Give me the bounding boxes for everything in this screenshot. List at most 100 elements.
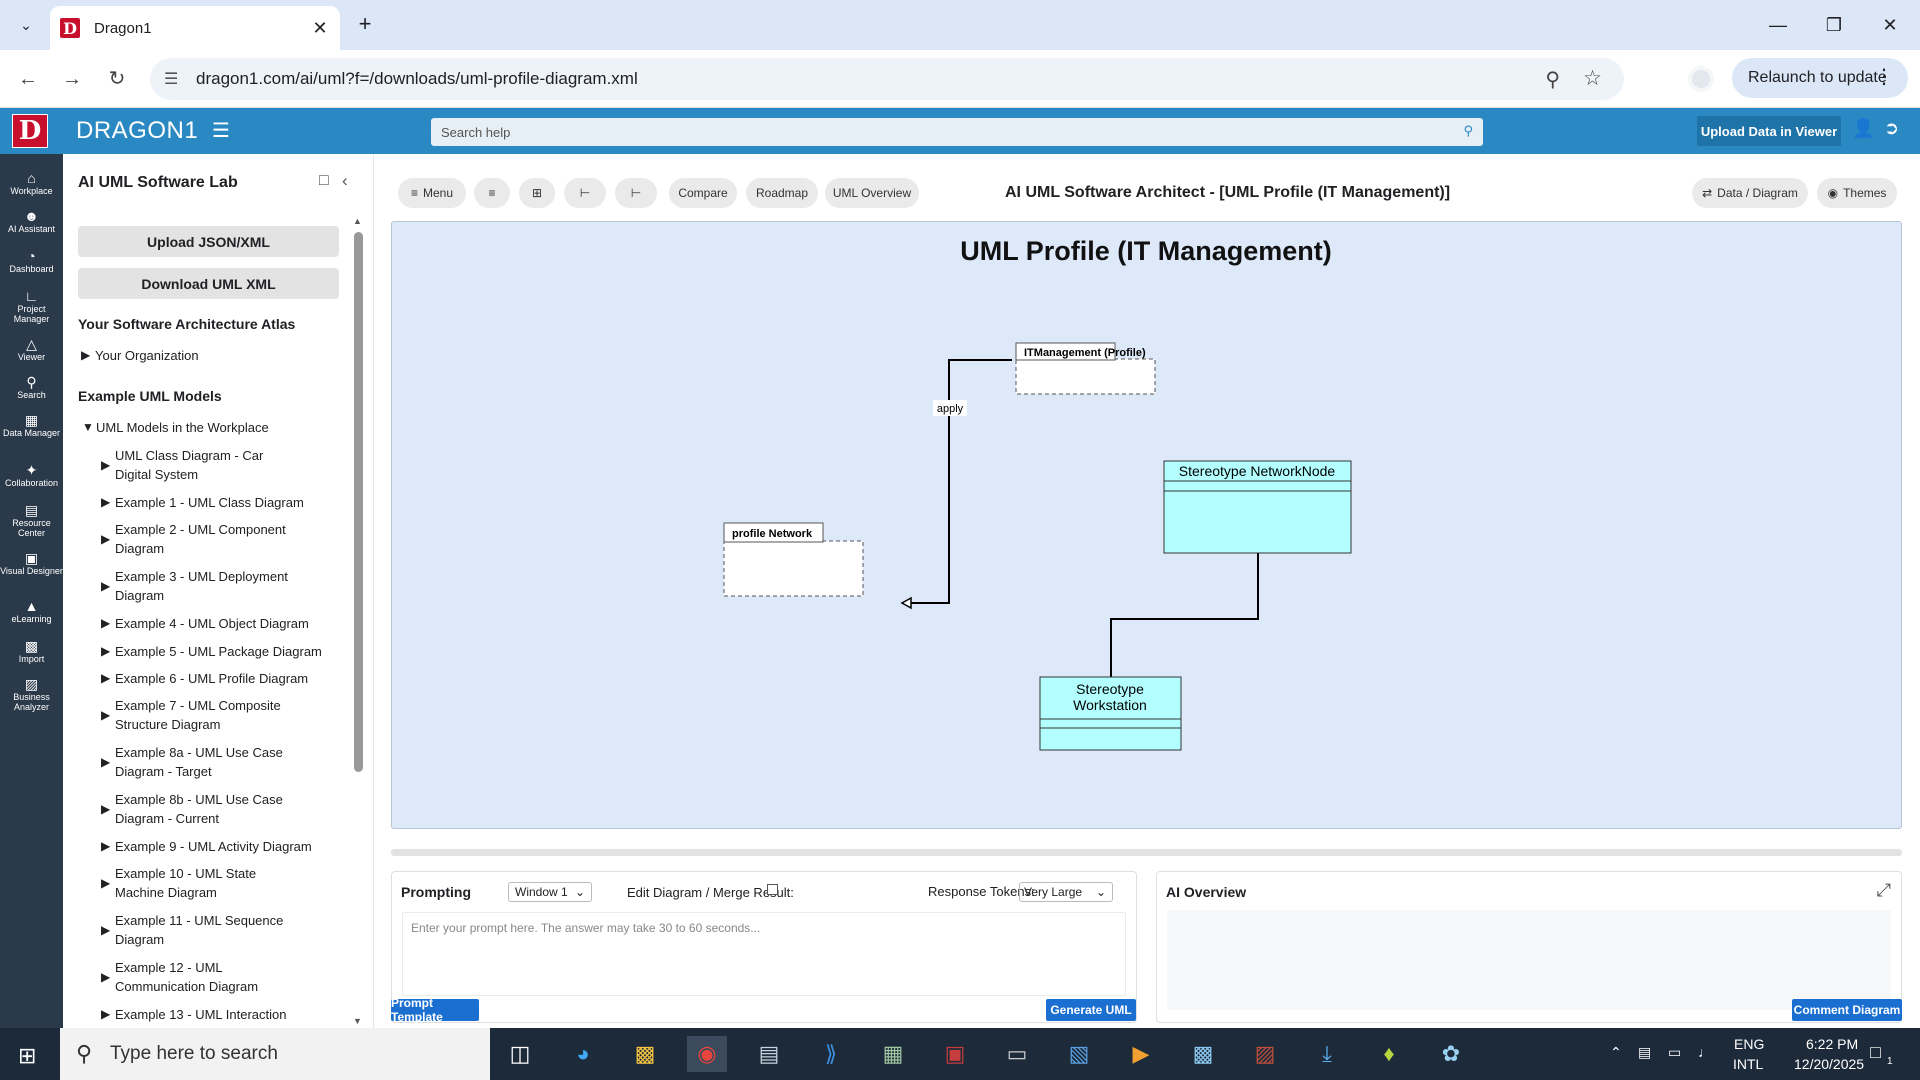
prompt-input[interactable]	[402, 912, 1126, 996]
browser-tab-active[interactable]: D Dragon1 ✕	[50, 6, 340, 50]
themes-button[interactable]: ◉Themes	[1817, 178, 1897, 208]
expand-arrow-icon[interactable]: ▶	[101, 708, 111, 722]
scrollbar-thumb[interactable]	[354, 232, 363, 772]
new-tab-button[interactable]: +	[358, 11, 372, 36]
tree-item-example[interactable]: ▶Example 8a - UML Use Case Diagram - Tar…	[101, 745, 283, 779]
tree-layout-button[interactable]: ⊢	[564, 178, 606, 208]
app-icon[interactable]: ▨	[1254, 1041, 1276, 1066]
dragon1-logo[interactable]: D	[12, 114, 48, 148]
rail-item-visual-designer[interactable]: ▣Visual Designer	[0, 550, 63, 576]
url-text[interactable]: dragon1.com/ai/uml?f=/downloads/uml-prof…	[196, 69, 638, 88]
response-tokens-select[interactable]: Very Large⌄	[1019, 882, 1113, 902]
tree-item-example[interactable]: ▶Example 3 - UML Deployment Diagram	[101, 569, 288, 603]
expand-arrow-icon[interactable]: ▶	[101, 616, 111, 630]
edit-merge-checkbox[interactable]	[767, 884, 778, 895]
expand-arrow-icon[interactable]: ▶	[101, 755, 111, 769]
terminal-icon[interactable]: ▭	[1006, 1041, 1028, 1066]
language-code[interactable]: ENG	[1734, 1036, 1765, 1052]
expand-arrow-icon[interactable]: ▶	[101, 644, 111, 658]
rail-item-business-analyzer[interactable]: ▨Business Analyzer	[0, 676, 63, 712]
collapse-panel-icon[interactable]: ‹	[342, 171, 348, 190]
back-button[interactable]: ←	[18, 68, 38, 90]
forward-button[interactable]: →	[62, 68, 82, 90]
download-uml-xml-button[interactable]: Download UML XML	[78, 268, 339, 299]
address-bar[interactable]: ☰ dragon1.com/ai/uml?f=/downloads/uml-pr…	[150, 58, 1624, 100]
upload-json-xml-button[interactable]: Upload JSON/XML	[78, 226, 339, 257]
expand-arrow-icon[interactable]: ▶	[101, 839, 111, 853]
itmanagement-profile-tab[interactable]	[1015, 342, 1116, 361]
tree-item-example[interactable]: ▶Example 12 - UML Communication Diagram	[101, 960, 259, 994]
taskbar-search[interactable]: ⚲ Type here to search	[60, 1028, 490, 1080]
tree-item-example[interactable]: ▶Example 2 - UML Component Diagram	[101, 522, 286, 556]
minimize-window-button[interactable]: —	[1769, 15, 1787, 35]
profile-network-tab[interactable]	[723, 522, 824, 543]
uml-diagram-svg[interactable]: UML Profile (IT Management) apply ITMana…	[392, 222, 1901, 828]
expand-arrow-icon[interactable]: ▶	[101, 532, 111, 546]
search-icon[interactable]: ⚲	[1463, 123, 1473, 138]
close-tab-icon[interactable]: ✕	[312, 17, 328, 38]
expand-arrow-icon[interactable]: ▶	[101, 1007, 111, 1021]
panel-scrollbar[interactable]: ▲ ▼	[353, 216, 364, 1026]
expand-arrow-icon[interactable]: ▶	[81, 348, 91, 362]
roadmap-button[interactable]: Roadmap	[746, 178, 818, 208]
user-icon[interactable]: 👤	[1852, 118, 1875, 138]
app-icon[interactable]: ▧	[1068, 1041, 1090, 1066]
tree-item-workplace[interactable]: ▼UML Models in the Workplace	[82, 420, 269, 435]
data-diagram-button[interactable]: ⇄Data / Diagram	[1692, 178, 1808, 208]
rail-item-collaboration[interactable]: ✦Collaboration	[0, 462, 63, 488]
show-hidden-icons-icon[interactable]: ⌃	[1610, 1044, 1622, 1060]
close-window-button[interactable]: ✕	[1882, 15, 1898, 35]
window-select[interactable]: Window 1⌄	[508, 882, 592, 902]
app-icon[interactable]: ▦	[882, 1041, 904, 1066]
collapse-arrow-icon[interactable]: ▼	[82, 420, 94, 434]
logout-icon[interactable]: ➲	[1884, 118, 1900, 138]
tree-item-example[interactable]: ▶Example 11 - UML Sequence Diagram	[101, 913, 284, 947]
comment-diagram-button[interactable]: Comment Diagram	[1792, 999, 1902, 1021]
stereotype-networknode-box[interactable]	[1163, 460, 1352, 554]
rail-item-project-manager[interactable]: ∟Project Manager	[0, 288, 63, 324]
apply-connector[interactable]	[902, 359, 1012, 604]
relaunch-to-update-button[interactable]: Relaunch to update ⋮	[1732, 58, 1908, 98]
tree-item-example[interactable]: ▶Example 1 - UML Class Diagram	[101, 495, 304, 510]
vscode-icon[interactable]: ⟫	[824, 1041, 838, 1066]
downloads-icon[interactable]: ⤓	[1322, 1041, 1332, 1066]
notifications-icon[interactable]: □	[1870, 1042, 1881, 1062]
volume-muted-icon[interactable]: ♩	[1698, 1044, 1712, 1060]
upload-data-in-viewer-button[interactable]: Upload Data in Viewer	[1697, 116, 1841, 146]
app-icon[interactable]: ♦	[1383, 1041, 1395, 1066]
kebab-menu-icon[interactable]: ⋮	[1874, 66, 1894, 88]
rail-item-resource-center[interactable]: ▤Resource Center	[0, 502, 63, 538]
expand-arrow-icon[interactable]: ▶	[101, 802, 111, 816]
expand-arrow-icon[interactable]: ▶	[101, 495, 111, 509]
app-name[interactable]: DRAGON1	[76, 117, 199, 144]
tree-item-example[interactable]: ▶Example 10 - UML State Machine Diagram	[101, 866, 257, 900]
profile-network-body[interactable]	[723, 540, 864, 597]
windows-start-icon[interactable]: ⊞	[18, 1043, 37, 1068]
rail-item-ai-assistant[interactable]: ☻AI Assistant	[0, 208, 63, 234]
panel-splitter[interactable]	[391, 849, 1902, 856]
distribute-tool-button[interactable]: ⊞	[519, 178, 555, 208]
save-app-icon[interactable]: ▣	[944, 1041, 966, 1066]
expand-icon[interactable]: ⤢	[1876, 880, 1891, 900]
scroll-up-arrow-icon[interactable]: ▲	[353, 216, 362, 226]
prompt-template-button[interactable]: Prompt Template	[391, 996, 479, 1024]
profile-avatar-icon[interactable]	[1688, 66, 1714, 92]
zoom-icon[interactable]: ⚲	[1545, 69, 1560, 91]
rail-item-dashboard[interactable]: ◔Dashboard	[0, 248, 63, 274]
media-player-icon[interactable]: ▶	[1132, 1041, 1150, 1066]
tree-item-example[interactable]: ▶Example 6 - UML Profile Diagram	[101, 671, 309, 686]
menu-button[interactable]: ≡Menu	[398, 178, 466, 208]
tree-item-example[interactable]: ▶Example 5 - UML Package Diagram	[101, 644, 322, 659]
file-explorer-icon[interactable]: ▩	[634, 1041, 656, 1066]
paint-icon[interactable]: ✿	[1441, 1041, 1461, 1066]
app-icon[interactable]: ▤	[758, 1041, 780, 1066]
expand-arrow-icon[interactable]: ▶	[101, 923, 111, 937]
generate-uml-button[interactable]: Generate UML	[1046, 999, 1136, 1021]
rail-item-search[interactable]: ⚲Search	[0, 374, 63, 400]
tree-item-example[interactable]: ▶Example 9 - UML Activity Diagram	[101, 839, 312, 854]
tab-list-button[interactable]: ⌄	[12, 12, 40, 38]
tree-item-example[interactable]: ▶Example 7 - UML Composite Structure Dia…	[101, 698, 281, 732]
compare-button[interactable]: Compare	[669, 178, 737, 208]
tree-layout-alt-button[interactable]: ⊢	[615, 178, 657, 208]
expand-arrow-icon[interactable]: ▶	[101, 579, 111, 593]
